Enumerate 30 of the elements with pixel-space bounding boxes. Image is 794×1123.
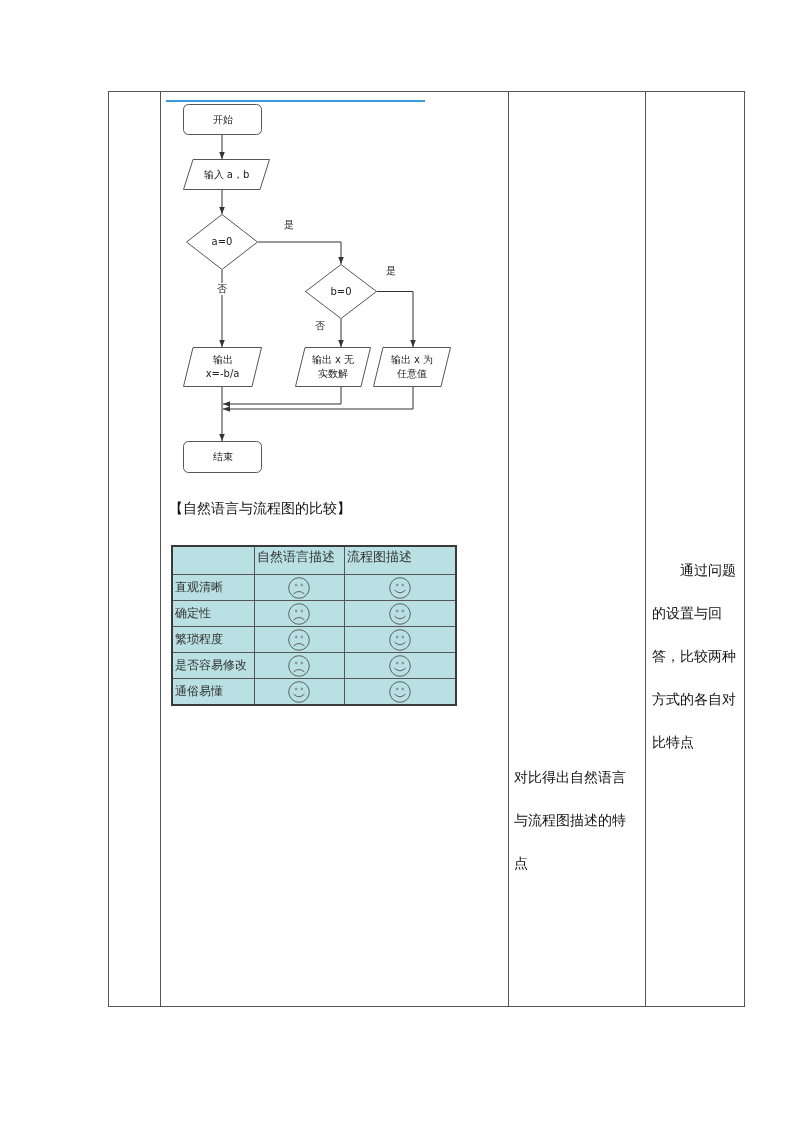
edge-label: 是 xyxy=(283,219,295,231)
row-label: 通俗易懂 xyxy=(172,678,254,705)
arrow xyxy=(222,386,342,407)
edge-label: 否 xyxy=(314,320,326,332)
decision-diamond: b=0 xyxy=(305,264,377,319)
decision-diamond: a=0 xyxy=(186,214,258,270)
arrow xyxy=(219,386,225,442)
row-label: 繁琐程度 xyxy=(172,626,254,653)
arrow xyxy=(338,318,344,348)
edge-label: 是 xyxy=(385,265,397,277)
column-header: 自然语言描述 xyxy=(254,546,344,575)
terminal-box: 结束 xyxy=(183,441,262,473)
edge-label: 否 xyxy=(216,283,228,295)
note-paragraph: 对比得出自然语言与流程图描述的特点 xyxy=(514,768,627,873)
terminal-box: 开始 xyxy=(183,104,262,135)
arrow xyxy=(376,291,416,348)
arrow xyxy=(257,241,344,265)
row-label: 直观清晰 xyxy=(172,574,254,601)
io-parallelogram: 输出 x 为任意值 xyxy=(373,347,451,387)
note-paragraph: 通过问题的设置与回答，比较两种方式的各自对比特点 xyxy=(652,561,737,752)
io-parallelogram: 输出 x 无实数解 xyxy=(295,347,371,387)
row-label: 是否容易修改 xyxy=(172,652,254,679)
arrow xyxy=(219,189,225,215)
row-label: 确定性 xyxy=(172,600,254,627)
arrow xyxy=(219,269,225,348)
io-parallelogram: 输入 a，b xyxy=(183,159,270,190)
section-heading: 【自然语言与流程图的比较】 xyxy=(169,499,351,517)
io-parallelogram: 输出 x=-b/a xyxy=(183,347,262,387)
arrow xyxy=(219,134,225,160)
arrow xyxy=(222,386,414,412)
